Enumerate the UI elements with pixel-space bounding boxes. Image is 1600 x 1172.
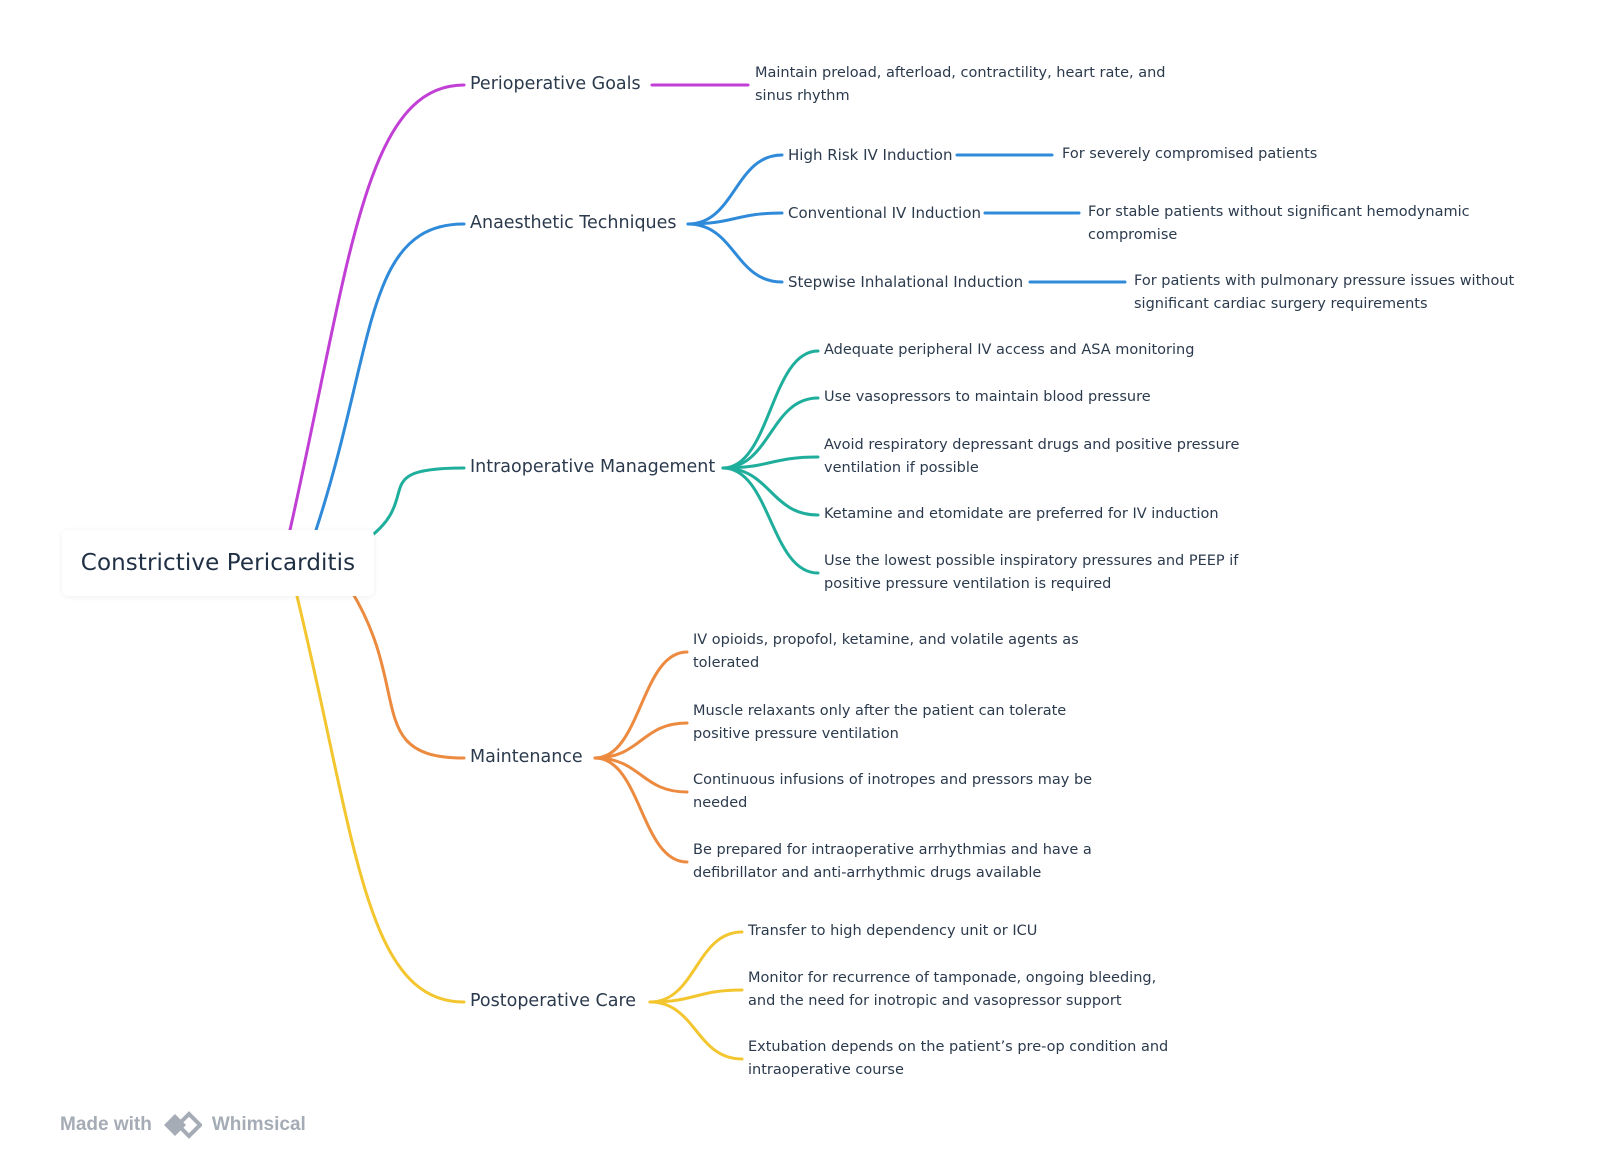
root-node[interactable]: Constrictive Pericarditis	[62, 530, 374, 596]
leaf-label[interactable]: Maintain preload, afterload, contractili…	[755, 65, 1166, 104]
leaf-label[interactable]: Use vasopressors to maintain blood press…	[824, 389, 1151, 405]
leaf-label[interactable]: For stable patients without significant …	[1088, 204, 1470, 243]
connector-branch-to-leaf	[721, 455, 820, 470]
leaf-label[interactable]: Monitor for recurrence of tamponade, ong…	[748, 970, 1157, 1009]
connector-branch-to-leaf	[721, 466, 820, 575]
whimsical-brand-text: Whimsical	[211, 1114, 306, 1135]
leaf-label[interactable]: Extubation depends on the patient’s pre-…	[748, 1039, 1169, 1078]
connector-branch-to-leaf	[721, 396, 820, 470]
sub-branch-label[interactable]: High Risk IV Induction	[788, 146, 953, 164]
sub-branch-label[interactable]: Stepwise Inhalational Induction	[788, 273, 1024, 291]
connector-root-to-branch	[288, 83, 466, 532]
leaf-label[interactable]: Avoid respiratory depressant drugs and p…	[824, 437, 1240, 476]
leaf-label[interactable]: Transfer to high dependency unit or ICU	[748, 923, 1038, 939]
branch-label[interactable]: Perioperative Goals	[470, 74, 641, 94]
connector-branch-to-leaf	[721, 466, 820, 517]
connector-branch-to-leaf	[593, 756, 689, 864]
leaf-label[interactable]: Muscle relaxants only after the patient …	[693, 703, 1067, 742]
connector-branch-to-leaf	[593, 756, 689, 794]
leaf-label[interactable]: Continuous infusions of inotropes and pr…	[693, 772, 1093, 811]
connector-root-to-branch	[364, 466, 466, 542]
connector-branch-to-leaf	[593, 650, 689, 760]
leaf-label[interactable]: Be prepared for intraoperative arrhythmi…	[693, 842, 1092, 881]
sub-branch-label[interactable]: Conventional IV Induction	[788, 204, 982, 222]
branch-label[interactable]: Anaesthetic Techniques	[470, 213, 677, 233]
whimsical-logo-icon	[162, 1111, 203, 1139]
connector-root-to-branch	[314, 222, 466, 532]
connector-branch-to-leaf	[648, 1000, 744, 1061]
connector-branch-to-leaf	[593, 721, 689, 760]
leaf-label[interactable]: Use the lowest possible inspiratory pres…	[824, 553, 1239, 592]
connector-branch-to-sub	[686, 153, 784, 226]
made-with-whimsical-badge[interactable]: Made with Whimsical	[60, 1110, 306, 1140]
leaf-label[interactable]: For patients with pulmonary pressure iss…	[1134, 273, 1515, 312]
root-label: Constrictive Pericarditis	[80, 550, 356, 576]
branch-label[interactable]: Maintenance	[470, 747, 583, 767]
leaf-label[interactable]: Ketamine and etomidate are preferred for…	[824, 506, 1219, 522]
connector-branch-to-leaf	[721, 349, 820, 470]
connector-branch-to-sub	[686, 222, 784, 284]
connector-root-to-branch	[350, 590, 466, 760]
connector-branch-to-leaf	[648, 988, 744, 1004]
branch-label[interactable]: Postoperative Care	[470, 991, 637, 1011]
made-with-text: Made with	[60, 1114, 152, 1135]
connector-branch-to-leaf	[648, 930, 744, 1004]
leaf-label[interactable]: Adequate peripheral IV access and ASA mo…	[824, 342, 1195, 358]
branch-label[interactable]: Intraoperative Management	[470, 457, 716, 477]
leaf-label[interactable]: IV opioids, propofol, ketamine, and vola…	[693, 632, 1079, 671]
connector-branch-to-sub	[686, 211, 784, 226]
leaf-label[interactable]: For severely compromised patients	[1062, 146, 1318, 162]
connector-root-to-branch	[294, 590, 466, 1004]
